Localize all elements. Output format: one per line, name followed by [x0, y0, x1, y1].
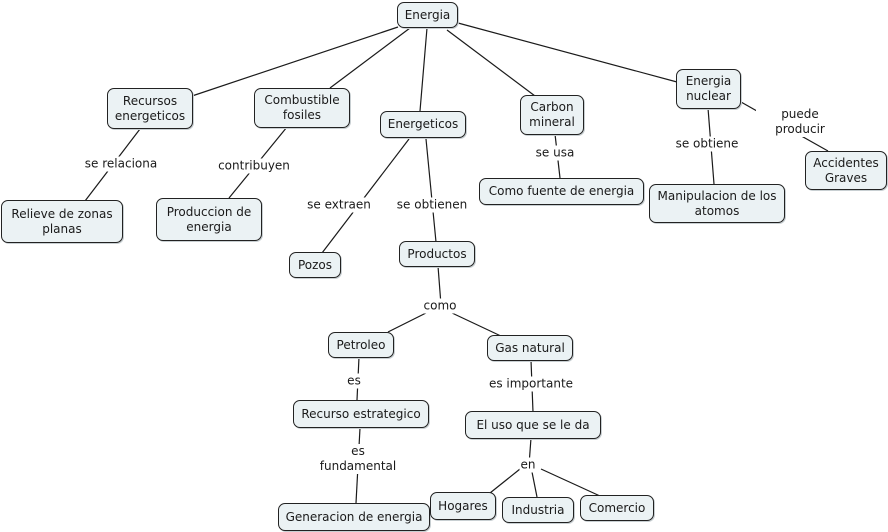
connector — [425, 138, 437, 243]
link-se-obtienen: se obtienen — [395, 197, 469, 213]
concept-combustible-fosiles[interactable]: Combustible fosiles — [254, 88, 350, 128]
link-en: en — [519, 457, 537, 473]
connector — [419, 27, 428, 112]
concept-energeticos[interactable]: Energeticos — [380, 111, 466, 138]
connector — [457, 22, 678, 83]
concept-carbon-mineral[interactable]: Carbon mineral — [520, 95, 584, 135]
link-se-extraen: se extraen — [306, 197, 372, 213]
concept-energia[interactable]: Energia — [397, 2, 458, 28]
concept-petroleo[interactable]: Petroleo — [328, 332, 394, 358]
link-es: es — [346, 373, 362, 389]
link-es-fundamental: es fundamental — [318, 444, 398, 474]
connector — [446, 29, 536, 97]
concept-hogares[interactable]: Hogares — [430, 492, 496, 520]
link-se-usa: se usa — [534, 145, 576, 161]
concept-energia-nuclear[interactable]: Energia nuclear — [676, 69, 741, 109]
concept-industria[interactable]: Industria — [502, 497, 574, 523]
connector — [489, 468, 521, 494]
connector — [329, 27, 411, 89]
concept-productos[interactable]: Productos — [399, 241, 475, 267]
link-es-importante: es importante — [487, 376, 575, 392]
link-como: como — [422, 298, 458, 314]
concept-pozos[interactable]: Pozos — [289, 252, 341, 278]
concept-como-fuente-energia[interactable]: Como fuente de energia — [479, 178, 644, 205]
connector — [191, 26, 399, 97]
concept-gas-natural[interactable]: Gas natural — [487, 335, 573, 361]
connector — [451, 312, 504, 338]
concept-uso-que-se-le-da[interactable]: El uso que se le da — [465, 411, 601, 439]
connector — [540, 468, 601, 497]
concept-comercio[interactable]: Comercio — [580, 495, 654, 521]
concept-recursos-energeticos[interactable]: Recursos energeticos — [107, 88, 193, 129]
link-puede-producir: puede producir — [756, 107, 844, 137]
connector — [531, 471, 538, 498]
link-contribuyen: contribuyen — [217, 158, 291, 174]
concept-recurso-estrategico[interactable]: Recurso estrategico — [293, 400, 429, 428]
concept-accidentes-graves[interactable]: Accidentes Graves — [805, 151, 887, 190]
connector — [321, 138, 410, 254]
concept-relieve-zonas-planas[interactable]: Relieve de zonas planas — [1, 200, 123, 243]
concept-manipulacion-atomos[interactable]: Manipulacion de los atomos — [649, 184, 785, 223]
link-se-relaciona: se relaciona — [83, 156, 159, 172]
concept-generacion-energia[interactable]: Generacion de energia — [278, 503, 430, 531]
connector — [387, 311, 429, 333]
link-se-obtiene: se obtiene — [674, 136, 740, 152]
concept-produccion-energia[interactable]: Produccion de energia — [156, 198, 262, 241]
